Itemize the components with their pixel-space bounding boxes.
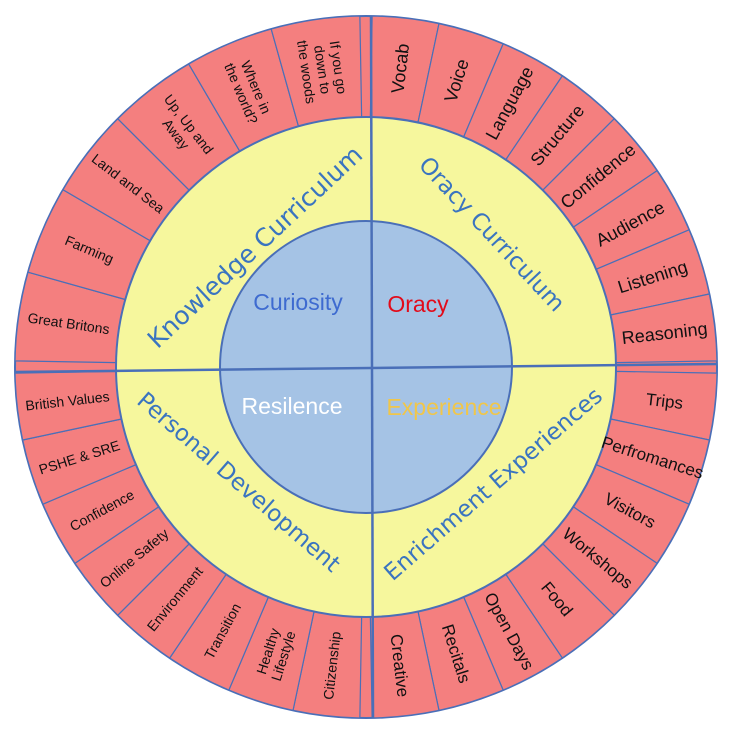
horizontal-divider: [14, 362, 718, 374]
segment-label-personal-0: Citizenship: [320, 630, 344, 700]
core-label-experience: Experience: [386, 394, 501, 420]
core-label-resilience: Resilence: [242, 393, 343, 419]
core-label-oracy: Oracy: [387, 291, 449, 317]
outer-segments: [14, 15, 718, 719]
segment-label-enrichment-0: Trips: [645, 390, 684, 413]
core-label-curiosity: Curiosity: [253, 289, 343, 315]
